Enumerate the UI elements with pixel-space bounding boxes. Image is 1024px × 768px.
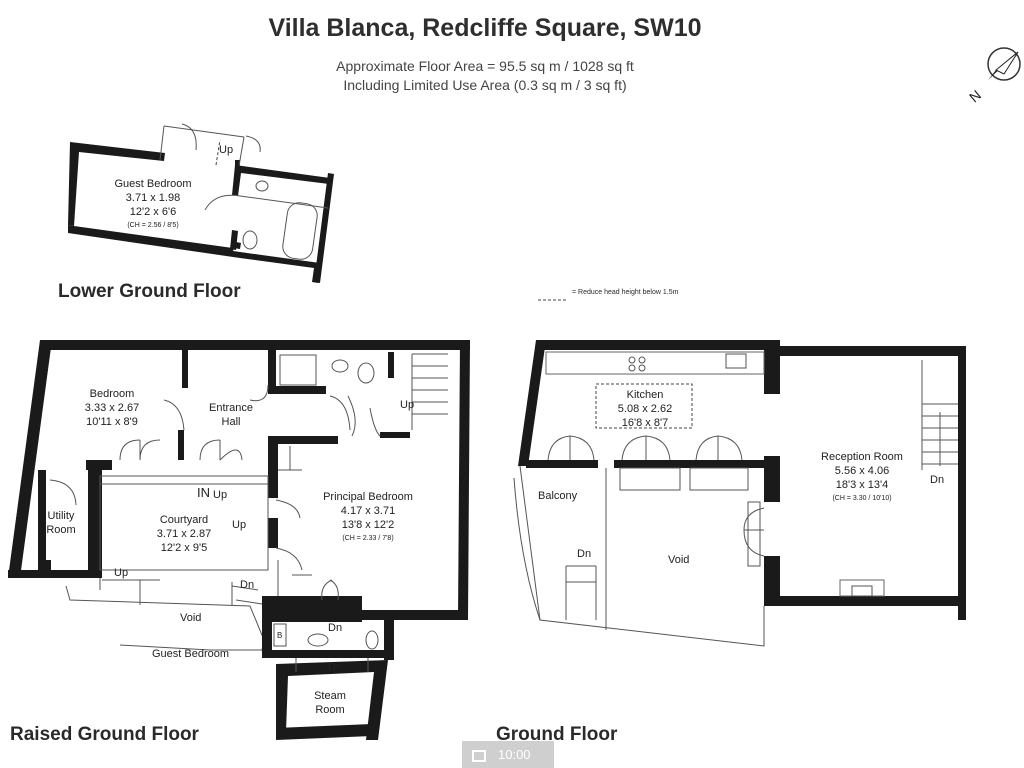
head-height-legend: = Reduce head height below 1.5m [572, 289, 679, 296]
balcony-label: Balcony [538, 490, 578, 502]
boiler-label: B [277, 631, 283, 640]
compass-icon [987, 47, 1021, 81]
room-guest-bedroom-lower: Guest Bedroom 3.71 x 1.98 12'2 x 6'6 (CH… [114, 178, 192, 229]
void-ground-label: Void [668, 554, 690, 566]
floor-area-text: Approximate Floor Area = 95.5 sq m / 102… [336, 58, 634, 74]
void-raised-label: Void [180, 612, 202, 624]
bath-dn-label: Dn [328, 622, 343, 634]
stair-up-label: Up [219, 144, 234, 156]
hall-up-label: Up [400, 399, 415, 411]
clock-text: 10:00 [498, 747, 531, 762]
utility-up-label: Up [114, 567, 129, 579]
floor-label-ground: Ground Floor [496, 724, 618, 745]
guest-bedroom-below-label: Guest Bedroom [152, 648, 230, 660]
entrance-in-label: IN [197, 485, 210, 500]
room-steam-room: Steam Room [314, 690, 346, 716]
courtyard-up-label-2: Up [232, 519, 247, 531]
status-clock: 10:00 [462, 741, 554, 768]
floor-label-raised-ground: Raised Ground Floor [10, 724, 199, 745]
room-utility-room: Utility Room [46, 510, 76, 536]
courtyard-dn-label: Dn [240, 579, 255, 591]
raised-ground-floor-plan [8, 340, 470, 740]
reception-dn-label: Dn [930, 474, 945, 486]
floor-label-lower-ground: Lower Ground Floor [58, 281, 241, 302]
room-courtyard: Courtyard 3.71 x 2.87 12'2 x 9'5 [156, 514, 212, 554]
void-dn-label: Dn [577, 548, 592, 560]
room-kitchen: Kitchen 5.08 x 2.62 16'8 x 8'7 [617, 389, 673, 429]
room-entrance-hall: Entrance Hall [208, 402, 254, 428]
courtyard-up-label-1: Up [213, 489, 228, 501]
ground-floor-plan [513, 340, 966, 647]
steam-dn-label: Dn [328, 661, 343, 673]
lower-ground-floor-plan [68, 123, 334, 283]
video-icon [472, 750, 486, 762]
plan-title: Villa Blanca, Redcliffe Square, SW10 [268, 14, 702, 42]
limited-area-text: Including Limited Use Area (0.3 sq m / 3… [343, 77, 627, 93]
room-reception-room: Reception Room 5.56 x 4.06 18'3 x 13'4 (… [821, 451, 903, 502]
room-bedroom: Bedroom 3.33 x 2.67 10'11 x 8'9 [84, 388, 140, 428]
room-principal-bedroom: Principal Bedroom 4.17 x 3.71 13'8 x 12'… [323, 491, 413, 542]
